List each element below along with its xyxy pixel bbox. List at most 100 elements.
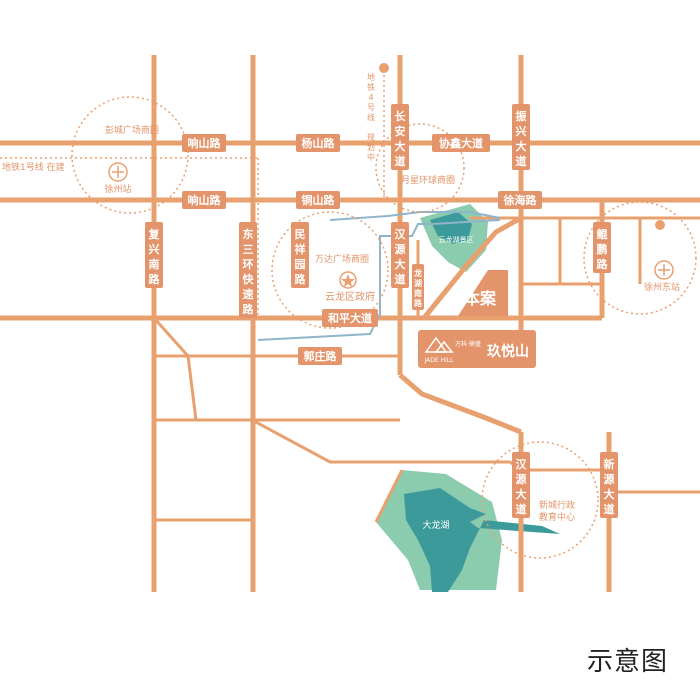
new-city-center-line: 新城行政 <box>539 499 575 511</box>
svg-text:徐海路: 徐海路 <box>503 193 538 207</box>
dalong-lake-label: 大龙湖 <box>422 519 449 531</box>
svg-text:响山路: 响山路 <box>188 136 222 150</box>
road-label-char: 民 <box>295 228 306 241</box>
road-label-guozhuang: 郭庄路 <box>298 347 342 365</box>
road-label-char: 快 <box>242 272 255 286</box>
road-label-char: 长 <box>395 109 407 123</box>
metro-line4-char: 规 <box>367 132 375 142</box>
wanda-circle <box>271 211 389 329</box>
road-label-char: 道 <box>516 154 527 168</box>
road-label-char: 道 <box>516 502 527 516</box>
east-station-circle <box>583 201 697 315</box>
yuexing-circle <box>375 123 465 213</box>
brand-developer: 万科·鼎盛 <box>455 340 481 348</box>
road-label-heping: 和平大道 <box>322 309 378 327</box>
road-label-char: 东 <box>243 227 254 241</box>
svg-text:协鑫大道: 协鑫大道 <box>439 136 483 150</box>
road-label-char: 湖 <box>414 278 422 288</box>
road-label-char: 道 <box>395 272 406 286</box>
road-label-char: 振 <box>516 109 527 123</box>
pengcheng-circle <box>71 96 189 214</box>
road-label-char: 南 <box>149 257 160 271</box>
road-label-char: 汉 <box>516 457 528 471</box>
road-label-kunpeng: 鲲鹏路 <box>593 222 611 273</box>
yunlong-gov-label: 云龙区政府 <box>325 290 375 303</box>
road-label-char: 环 <box>243 258 254 271</box>
road-label-xiexin: 协鑫大道 <box>432 134 490 152</box>
yunlong-lake-park-label: 云龙湖景区 <box>439 235 474 244</box>
road-label-char: 路 <box>414 298 423 308</box>
wanda-plaza-label: 万达广场商圈 <box>315 253 369 265</box>
metro-line1-label: 地铁1号线 在建 <box>2 161 65 173</box>
svg-text:杨山路: 杨山路 <box>302 136 336 150</box>
road-label-xiangshan-1: 响山路 <box>182 134 226 152</box>
svg-text:响山路: 响山路 <box>188 193 222 207</box>
metro-line4-char: 线 <box>367 112 375 122</box>
brand-logo-text: JADE HILL <box>423 357 454 364</box>
road-label-char: 源 <box>395 242 406 256</box>
road-label-char: 三 <box>243 243 254 256</box>
road-label-char: 大 <box>516 487 527 501</box>
road-label-xiangshan-2: 响山路 <box>182 191 226 209</box>
xuzhou-station-label: 徐州站 <box>104 183 131 195</box>
road-label-char: 兴 <box>149 242 160 256</box>
road-label-char: 大 <box>395 257 406 271</box>
road-label-char: 大 <box>516 139 527 153</box>
road-label-char: 路 <box>295 272 307 286</box>
xuzhou-east-station-icon <box>654 260 674 280</box>
road-label-char: 速 <box>243 287 254 301</box>
svg-text:郭庄路: 郭庄路 <box>304 349 338 363</box>
government-star-icon <box>339 271 357 289</box>
road-label-char: 大 <box>604 487 615 501</box>
new-city-circle <box>481 441 599 559</box>
metro-line4-char: 4 <box>368 93 373 102</box>
project-label: 本案 <box>464 289 497 308</box>
road-label-char: 道 <box>395 154 406 168</box>
metro-line4-char: 中 <box>367 152 375 162</box>
road-label-char: 路 <box>243 302 255 316</box>
road-label-char: 汉 <box>395 227 407 241</box>
road-label-char: 祥 <box>295 242 306 256</box>
road-label-char: 兴 <box>516 124 527 138</box>
road-label-char: 鲲 <box>597 227 608 241</box>
brand-box <box>418 330 536 368</box>
dalong-lake-inner <box>404 488 560 592</box>
road-label-char: 源 <box>516 472 527 486</box>
road-label-char: 路 <box>149 272 161 286</box>
road-label-char: 鹏 <box>597 242 608 256</box>
xuzhou-east-station-label: 徐州东站 <box>644 281 680 293</box>
project-marker <box>458 270 508 316</box>
road-label-char: 道 <box>604 502 615 516</box>
yunlong-lake-park-inner <box>430 212 472 244</box>
road-label-char: 路 <box>597 257 609 271</box>
metro-line-4-end-dot <box>379 63 389 73</box>
road-label-char: 园 <box>295 258 306 271</box>
road-label-char: 安 <box>395 124 406 138</box>
xuzhou-station-icon <box>108 162 128 182</box>
metro-line4-char: 号 <box>367 103 375 112</box>
svg-text:铜山路: 铜山路 <box>301 193 336 207</box>
svg-text:和平大道: 和平大道 <box>328 311 372 325</box>
road-label-char: 新 <box>604 457 615 471</box>
road-label-char: 大 <box>395 139 406 153</box>
metro-line4-char: 铁 <box>367 82 375 92</box>
metro-line-1 <box>329 211 501 221</box>
road-label-char: 南 <box>414 288 422 298</box>
road-label-char: 源 <box>604 472 615 486</box>
road-label-char: 复 <box>148 227 161 241</box>
metro-line4-char: 地 <box>367 72 375 82</box>
brand-name: 玖悦山 <box>487 343 529 360</box>
